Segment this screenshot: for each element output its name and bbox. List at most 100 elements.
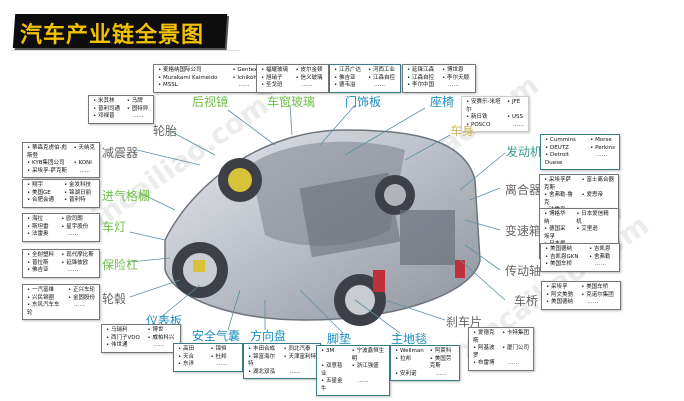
body-label: 车身 <box>450 124 475 138</box>
supplier: 金发科技 <box>64 182 95 190</box>
supplier: 蒂森克虏伯-彪斯登 <box>27 145 67 160</box>
brake-pad-label: 刹车片 <box>446 315 483 329</box>
supplier: 法雷奥 <box>27 231 55 239</box>
supplier-more: …… <box>587 299 599 305</box>
supplier: JFE <box>507 99 524 114</box>
supplier: 延锋江森 <box>407 67 436 75</box>
supplier-more: …… <box>67 231 79 237</box>
supplier: 普拉斯 <box>27 260 55 268</box>
supplier: 博世恩 <box>442 67 471 75</box>
supplier-more: …… <box>79 167 91 174</box>
supplier: 江森自控 <box>368 75 396 83</box>
supplier: 阿文美驰 <box>546 292 575 300</box>
supplier-more: …… <box>301 82 313 88</box>
supplier: 同北汽泰 <box>283 346 316 354</box>
supplier: USS <box>507 114 524 122</box>
supplier: 普利特 <box>64 197 95 205</box>
supplier-more: …… <box>153 342 165 348</box>
hub-suppliers: 一汽富维 正兴车轮 兴民钢圈 金固股份 东风汽车车轮 …… <box>22 284 100 320</box>
supplier: DEUTZ <box>545 145 584 153</box>
shock-absorber-suppliers: 蒂森克虏伯-彪斯登 天纳克 KYB集团公司 KONI 采埃孚-萨克斯 …… <box>22 142 100 178</box>
supplier: 旭硝子 <box>261 75 290 83</box>
carpet-label: 主地毯 <box>391 332 428 346</box>
dashboard-suppliers: 马瑞利 博世 西门子VDO 威帕科兴 伟世通 …… <box>101 324 181 353</box>
supplier: 双意毯业 <box>321 363 346 378</box>
supplier-more: …… <box>216 361 228 367</box>
axle-suppliers: 采埃孚 美国车桥 阿文美驰 克诺尔集团 美国德纳 …… <box>541 281 621 310</box>
supplier: 福耀玻璃 <box>261 67 290 75</box>
axle-label: 车桥 <box>514 294 539 308</box>
supplier: 德国采埃孚 <box>544 226 570 241</box>
supplier: 五星金牛 <box>321 378 346 393</box>
supplier-more: …… <box>67 267 79 273</box>
supplier: 舍弗勒-鲁克 <box>544 192 575 207</box>
supplier: 圣戈班 <box>261 82 290 90</box>
supplier: Wellman <box>395 348 424 356</box>
supplier: 日本爱信精机 <box>576 211 614 226</box>
supplier: 合肥会通 <box>27 197 58 205</box>
supplier-more: …… <box>435 370 447 377</box>
steering-wheel-suppliers: 丰田合成 同北汽泰 锦富海尔特 天津富利特 湖北双泓 …… <box>243 343 321 379</box>
supplier: KYB集团公司 <box>27 160 67 168</box>
clutch-label: 离合器 <box>505 183 542 197</box>
supplier: 欧司朗 <box>61 216 95 224</box>
supplier: 卡特集团 <box>502 330 529 345</box>
supplier: 天津富利特 <box>283 354 316 369</box>
supplier: 斯坦雷 <box>27 224 55 232</box>
supplier: 吉凯恩GKN <box>545 254 583 262</box>
floor-mat-suppliers: 3M 宁波鑫恒生明 双意毯业 浙江强盛 五星金牛 …… <box>316 345 390 396</box>
supplier: 金固股份 <box>68 295 95 303</box>
supplier: 锦恒 <box>211 346 239 354</box>
supplier: 布雷博 <box>473 360 496 368</box>
supplier: 富士离合器 <box>581 177 614 192</box>
supplier: 东风汽车车轮 <box>27 302 62 317</box>
supplier: Morse <box>590 137 615 145</box>
supplier: 马瑞利 <box>106 327 141 335</box>
supplier: 厦门公司 <box>502 345 529 360</box>
supplier: 邓禄普 <box>93 113 121 121</box>
supplier: 采埃孚萨克斯 <box>544 177 575 192</box>
bumper-suppliers: 全耐塑料 现代摩比斯 普拉斯 延锋彼欧 佛吉亚 …… <box>22 249 100 278</box>
bumper-label: 保险杠 <box>102 258 139 272</box>
supplier: Cummins <box>545 137 584 145</box>
supplier: 天合 <box>178 354 205 362</box>
supplier: 锦湖日丽 <box>64 190 95 198</box>
supplier: 舍弗勒 <box>589 254 615 262</box>
supplier: 全耐塑料 <box>27 252 55 260</box>
supplier: 安赛乐-米塔尔 <box>466 99 501 114</box>
supplier: POSCO <box>466 122 501 130</box>
supplier: 高田 <box>178 346 205 354</box>
headlight-label: 车灯 <box>102 220 127 234</box>
supplier: Detroit Duese <box>545 152 584 167</box>
supplier: 佛吉亚 <box>334 75 362 83</box>
supplier: 湖北双泓 <box>248 369 277 377</box>
supplier: 吉凯恩 <box>589 246 615 254</box>
supplier: 3M <box>321 348 346 363</box>
supplier: 德韦溢 <box>334 82 362 90</box>
body-suppliers: 安赛乐-米塔尔 JFE 新日铁 USS POSCO …… <box>461 96 529 132</box>
supplier: 美国车桥 <box>545 261 583 269</box>
supplier: 兴民钢圈 <box>27 295 62 303</box>
supplier: 博世 <box>147 327 176 335</box>
supplier: 一汽富维 <box>27 287 62 295</box>
supplier: 美国劳克斯 <box>430 356 455 371</box>
grille-suppliers: 翔宇 金发科技 美国GE 锦湖日丽 合肥会通 普利特 <box>22 179 100 208</box>
grille-label: 进气格栅 <box>102 189 151 203</box>
supplier: 李尔天顺 <box>442 75 471 83</box>
door-panel-label: 门饰板 <box>345 95 382 109</box>
supplier: 杜邦 <box>211 354 239 362</box>
supplier: 宁波鑫恒生明 <box>352 348 385 363</box>
supplier-more: …… <box>73 302 85 308</box>
supplier: 艾里逊 <box>576 226 614 241</box>
supplier: 江苏广达 <box>334 67 362 75</box>
supplier: 丰田合成 <box>248 346 277 354</box>
supplier: 佛吉亚 <box>27 267 55 275</box>
supplier: 米其林 <box>93 98 121 106</box>
supplier-more: …… <box>289 368 301 375</box>
supplier: 海拉 <box>27 216 55 224</box>
hub-label: 轮毂 <box>102 292 127 306</box>
supplier: Gentex <box>232 67 266 75</box>
brake-pad-suppliers: 爱德克斯 卡特集团 阿基波罗 厦门公司 布雷博 …… <box>468 327 534 371</box>
supplier: 安利诺 <box>395 371 424 379</box>
supplier-more: …… <box>357 378 369 384</box>
